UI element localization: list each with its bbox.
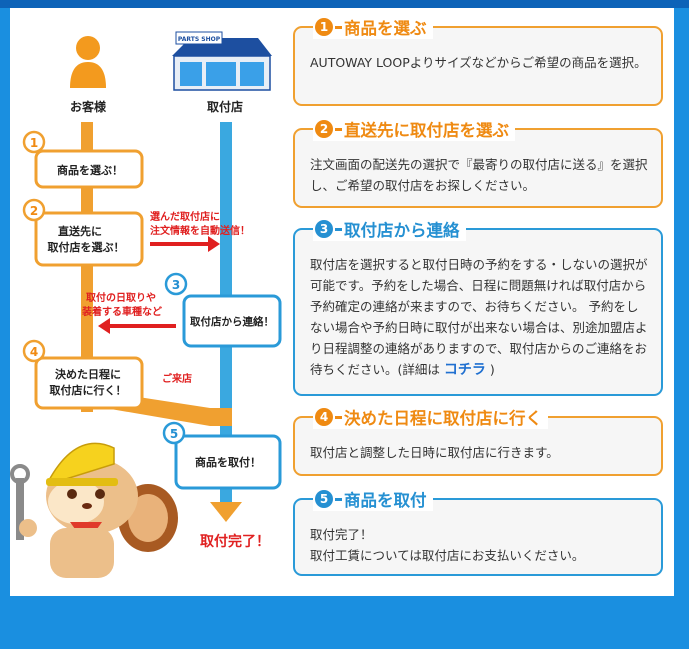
card-3-title: 3 取付店から連絡 <box>313 217 466 241</box>
card-2-title-text: 直送先に取付店を選ぶ <box>344 121 509 140</box>
step-1-number: 1 <box>30 136 38 150</box>
card-5-body: 取付完了！ 取付工賃については取付店にお支払いください。 <box>310 524 649 566</box>
step-5-badge <box>162 421 186 445</box>
card-1: 1 商品を選ぶ AUTOWAY LOOPよりサイズなどからご希望の商品を選択。 <box>293 15 663 106</box>
flow-diagram: お客様 PARTS SHOP 取付店 1 商品を選ぶ！ <box>10 31 282 578</box>
top-bar <box>0 0 689 8</box>
shop-sign: PARTS SHOP <box>178 36 221 43</box>
card-4: 4 決めた日程に取付店に行く 取付店と調整した日時に取付店に行きます。 <box>293 405 663 476</box>
step-2-label-line2: 取付店を選ぶ！ <box>48 240 125 254</box>
step-4-box <box>34 356 144 410</box>
card-5: 5 商品を取付 取付完了！ 取付工賃については取付店にお支払いください。 <box>293 487 663 576</box>
step-3-box <box>182 294 282 348</box>
card-4-body: 取付店と調整した日時に取付店に行きます。 <box>310 445 559 460</box>
step-3-badge <box>164 272 188 296</box>
step-2-badge <box>22 198 46 222</box>
card-1-title: 1 商品を選ぶ <box>313 15 433 39</box>
card-4-title-text: 決めた日程に取付店に行く <box>344 409 542 428</box>
card-3-body-text: 取付店を選択すると取付日時の予約をする・しないの選択が可能です。予約をした場合、… <box>310 257 648 377</box>
card-2-number: 2 <box>315 120 333 138</box>
card-3-title-text: 取付店から連絡 <box>344 221 460 240</box>
step-4-label-line2: 取付店に行く！ <box>50 383 127 397</box>
card-3-body-end: ) <box>489 362 495 377</box>
step-4-label-line1: 決めた日程に <box>55 367 121 381</box>
card-4-title: 4 決めた日程に取付店に行く <box>313 405 548 429</box>
card-4-number: 4 <box>315 408 333 426</box>
card-1-number: 1 <box>315 18 333 36</box>
step-1-label: 商品を選ぶ！ <box>57 163 123 177</box>
card-5-number: 5 <box>315 490 333 508</box>
card-3: 3 取付店から連絡 取付店を選択すると取付日時の予約をする・しないの選択が可能です… <box>293 217 663 396</box>
step-3-number: 3 <box>172 278 180 292</box>
step-5-label: 商品を取付！ <box>195 455 261 469</box>
card-2-body: 注文画面の配送先の選択で『最寄りの取付店に送る』を選択し、ご希望の取付店をお探し… <box>310 157 648 193</box>
card-3-number: 3 <box>315 220 333 238</box>
arrow-to-customer-text-2: 装着する車種など <box>81 305 162 318</box>
arrow-right-icon <box>150 236 220 252</box>
step-1-badge <box>22 130 46 154</box>
visit-label: ご来店 <box>162 372 192 385</box>
shop-icon: PARTS SHOP <box>172 31 272 91</box>
card-1-title-text: 商品を選ぶ <box>344 19 427 38</box>
step-5-box <box>174 434 282 490</box>
step-2-number: 2 <box>30 204 38 218</box>
step-2-box <box>34 211 144 267</box>
mascot-icon <box>10 442 178 578</box>
arrow-left-icon <box>98 318 176 334</box>
arrow-to-shop-text-2: 注文情報を自動送信！ <box>150 224 250 237</box>
card-2: 2 直送先に取付店を選ぶ 注文画面の配送先の選択で『最寄りの取付店に送る』を選択し… <box>293 117 663 208</box>
card-1-body: AUTOWAY LOOPよりサイズなどからご希望の商品を選択。 <box>310 55 647 70</box>
card-5-body-line2: 取付工賃については取付店にお支払いください。 <box>310 548 585 563</box>
customer-label: お客様 <box>70 99 107 114</box>
complete-label: 取付完了！ <box>200 533 270 550</box>
step-4-number: 4 <box>30 345 38 359</box>
arrow-to-shop-text-1: 選んだ取付店に <box>150 210 220 223</box>
card-3-body: 取付店を選択すると取付日時の予約をする・しないの選択が可能です。予約をした場合、… <box>310 254 649 381</box>
step-1-box <box>34 149 144 189</box>
arrow-to-customer-text-1: 取付の日取りや <box>86 291 156 304</box>
customer-timeline <box>81 122 93 412</box>
details-link[interactable]: コチラ <box>443 362 486 378</box>
content-panel: お客様 PARTS SHOP 取付店 1 商品を選ぶ！ <box>10 8 674 596</box>
shop-label: 取付店 <box>207 99 243 114</box>
arrow-down-icon <box>210 502 242 522</box>
step-2-label-line1: 直送先に <box>58 224 102 238</box>
step-3-label: 取付店から連絡！ <box>190 315 274 328</box>
step-5-number: 5 <box>170 427 178 441</box>
step-4-badge <box>22 339 46 363</box>
card-5-title-text: 商品を取付 <box>344 491 427 510</box>
card-5-title: 5 商品を取付 <box>313 487 433 511</box>
customer-icon <box>70 36 106 88</box>
card-2-title: 2 直送先に取付店を選ぶ <box>313 117 515 141</box>
card-5-body-line1: 取付完了！ <box>310 527 373 542</box>
